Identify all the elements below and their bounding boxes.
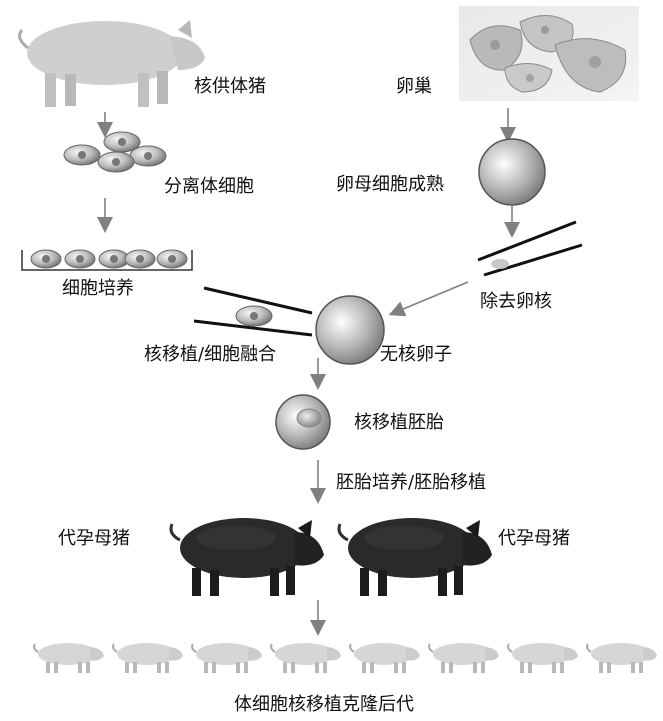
enucleated-egg xyxy=(316,296,384,364)
label-embryo-culture-transfer: 胚胎培养/胚胎移植 xyxy=(336,474,486,492)
label-offspring: 体细胞核移植克隆后代 xyxy=(234,696,414,714)
label-surrogate-left: 代孕母猪 xyxy=(58,530,130,548)
offspring-row xyxy=(34,643,657,673)
label-isolated-cells: 分离体细胞 xyxy=(164,178,254,196)
donor-pig-icon xyxy=(20,20,205,107)
enucleation-pipette xyxy=(478,222,582,275)
label-oocyte-maturation: 卵母细胞成熟 xyxy=(336,176,444,194)
nt-embryo xyxy=(276,395,330,449)
piglet-icon xyxy=(113,643,183,673)
label-enucleated-egg: 无核卵子 xyxy=(380,346,452,364)
label-enucleation: 除去卵核 xyxy=(480,293,552,311)
piglet-icon xyxy=(508,643,578,673)
piglet-icon xyxy=(429,643,499,673)
piglet-icon xyxy=(350,643,420,673)
surrogate-pig-right-icon xyxy=(339,518,492,596)
ovary-photo xyxy=(459,6,639,101)
cell-culture-dish xyxy=(22,250,192,270)
label-nuclear-transfer-fusion: 核移植/细胞融合 xyxy=(144,346,276,364)
piglet-icon xyxy=(192,643,262,673)
oocyte-maturing xyxy=(479,139,545,205)
label-donor-pig: 核供体猪 xyxy=(194,78,266,96)
label-cell-culture: 细胞培养 xyxy=(62,280,134,298)
surrogate-pig-left-icon xyxy=(171,518,324,596)
label-surrogate-right: 代孕母猪 xyxy=(498,530,570,548)
label-ovary: 卵巢 xyxy=(396,78,432,96)
label-nt-embryo: 核移植胚胎 xyxy=(354,414,444,432)
piglet-icon xyxy=(271,643,341,673)
arrow-enucleation-to-egg xyxy=(396,282,468,312)
piglet-icon xyxy=(34,643,104,673)
piglet-icon xyxy=(587,643,657,673)
transfer-pipette xyxy=(194,288,312,335)
isolated-cells-cluster xyxy=(64,132,166,172)
